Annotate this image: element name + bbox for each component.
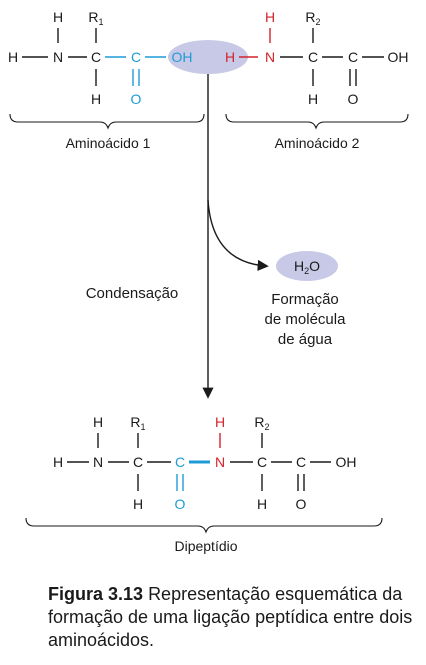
amino1-carboxyl-c: C [131,49,141,65]
amino-acid-1: H R1 H N C C H O [8,9,166,107]
amino2-label: Aminoácido 2 [275,135,360,151]
dipep-n2: N [215,454,225,470]
water-leaving-ellipse [168,40,248,74]
dipep-terminal-o: O [296,496,307,512]
amino1-bottom-h: H [91,91,101,107]
dipep-bottom-h1: H [133,496,143,512]
figure-number: Figura 3.13 [48,584,144,604]
figure-caption: Figura 3.13 Representação esquemática da… [48,583,418,652]
amino2-top-h: H [265,9,275,25]
dipeptide-brace [25,517,383,534]
dipep-hydroxyl: OH [336,454,357,470]
amino2-carboxyl-c: C [348,49,358,65]
dipep-r2: R2 [254,414,269,432]
dipeptide: H R1 H R2 H N C C N C C OH H O H O [53,414,357,512]
amino1-top-h: H [53,9,63,25]
dipep-amide-h: H [215,414,225,430]
dipep-carbonyl-o: O [175,496,186,512]
water-arrow [207,199,269,271]
peptide-bond-diagram: H R1 H N C C H O OH H H N R2 C C OH H [8,9,409,554]
dipep-c2: C [257,454,267,470]
formation-line-2: de molécula [265,311,347,328]
amino1-r-group: R1 [88,9,103,27]
amino1-n: N [53,49,63,65]
amino1-carbonyl-o: O [131,91,142,107]
amino2-r-group: R2 [305,9,320,27]
amino2-bottom-h: H [308,91,318,107]
dipep-bottom-h2: H [257,496,267,512]
amino1-alpha-c: C [91,49,101,65]
amino1-hydroxyl: OH [172,49,193,65]
dipep-top-h1: H [93,414,103,430]
dipep-carbonyl-c: C [175,454,185,470]
dipep-c3: C [296,454,306,470]
water-formula: H2O [294,258,320,276]
formation-line-3: de água [278,331,333,348]
amino1-label: Aminoácido 1 [66,135,151,151]
amino1-left-h: H [8,49,18,65]
dipeptide-label: Dipeptídio [174,538,237,554]
amino2-hydroxyl: OH [388,49,409,65]
dipep-n1: N [93,454,103,470]
amino2-carbonyl-o: O [348,91,359,107]
water-ellipse [276,251,338,281]
dipep-r1: R1 [130,414,145,432]
amino2-n: N [265,49,275,65]
condensation-label: Condensação [86,285,179,302]
amino2-brace [225,113,409,130]
dipep-c1: C [133,454,143,470]
amino2-left-h: H [225,49,235,65]
figure-caption-text: Representação esquemática da formação de… [48,584,413,650]
amino2-alpha-c: C [308,49,318,65]
amino-acid-2: H H N R2 C C OH H O [225,9,409,107]
formation-line-1: Formação [271,291,339,308]
amino1-brace [9,113,205,130]
dipep-left-h: H [53,454,63,470]
